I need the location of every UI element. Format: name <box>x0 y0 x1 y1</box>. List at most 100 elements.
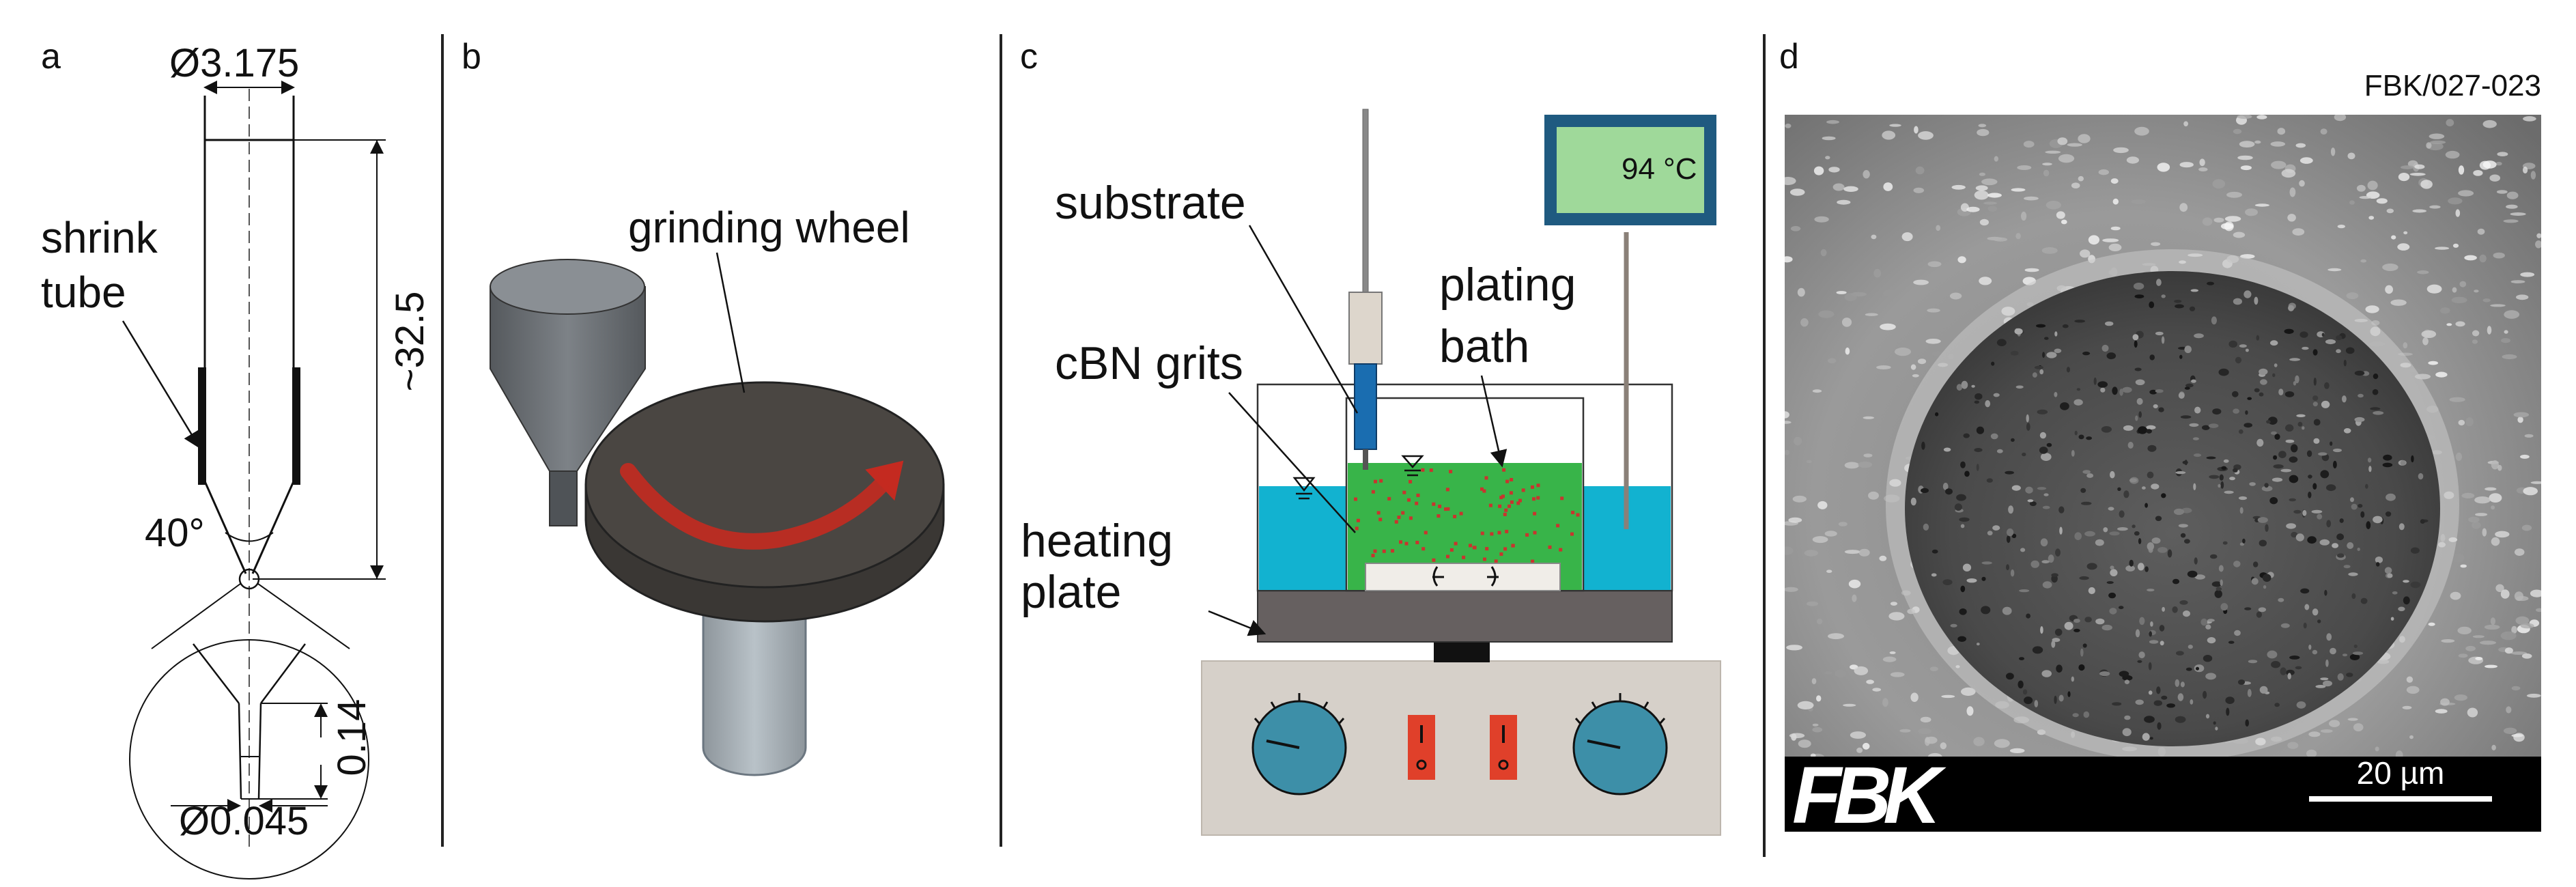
sem-grain <box>2131 199 2146 204</box>
sem-grain <box>2458 653 2468 658</box>
sem-grain <box>2397 243 2410 251</box>
pit-grain <box>2059 526 2063 535</box>
pit-grain <box>2146 429 2152 434</box>
sem-grain <box>2482 528 2487 537</box>
pit-grain <box>2299 331 2308 338</box>
pit-grain <box>2224 490 2234 494</box>
substrate-holder <box>1348 292 1383 365</box>
pit-grain <box>2321 400 2330 408</box>
sem-grain <box>2042 163 2052 166</box>
sem-grain <box>1873 268 1881 278</box>
sem-grain <box>2385 285 2394 294</box>
grit <box>1497 531 1501 535</box>
grit <box>1449 548 1454 552</box>
pit-grain <box>1976 426 1984 434</box>
sem-grain <box>1978 124 1987 128</box>
pit-grain <box>1981 606 1991 615</box>
grit <box>1509 491 1513 495</box>
pit-grain <box>2119 510 2125 518</box>
pit-grain <box>2156 279 2162 286</box>
pit-grain <box>2180 533 2186 538</box>
pit-grain <box>1974 400 1979 404</box>
sem-grain <box>1826 569 1832 573</box>
pit-grain <box>2343 565 2351 569</box>
pit-grain <box>2382 462 2393 468</box>
substrate <box>1354 363 1377 450</box>
pit-grain <box>2184 346 2192 354</box>
sem-grain <box>1807 601 1818 606</box>
pit-grain <box>2256 611 2262 618</box>
grit <box>1498 504 1502 508</box>
pit-grain <box>2420 519 2425 524</box>
sem-grain <box>2458 419 2465 426</box>
pit-grain <box>2267 417 2278 425</box>
sem-grain <box>2511 686 2521 691</box>
sem-grain <box>1889 124 1901 127</box>
pit-grain <box>2086 436 2093 440</box>
pit-grain <box>2026 423 2030 431</box>
pit-grain <box>2122 386 2132 393</box>
pit-grain <box>2330 647 2336 655</box>
pit-grain <box>2291 531 2298 538</box>
pit-grain <box>2251 578 2259 585</box>
pit-grain <box>2151 537 2161 544</box>
pit-grain <box>1931 573 1937 577</box>
sem-grain <box>2134 126 2149 136</box>
pit-grain <box>2360 511 2365 518</box>
sem-grain <box>1879 555 1887 561</box>
sem-image <box>1785 115 2541 832</box>
pit-grain <box>2138 538 2142 544</box>
pit-grain <box>2138 426 2147 434</box>
grit <box>1548 545 1552 549</box>
sem-grain <box>2449 397 2465 402</box>
sem-grain <box>2299 180 2305 187</box>
pit-grain <box>2110 470 2115 479</box>
sem-grain <box>1975 185 1988 191</box>
pit-grain <box>2194 664 2205 673</box>
sem-grain <box>2440 698 2450 706</box>
sem-grain <box>2455 209 2461 217</box>
pit-grain <box>2206 456 2216 460</box>
pit-grain <box>2183 610 2190 617</box>
cbn-grits-label: cBN grits <box>1055 337 1243 389</box>
sem-grain <box>2495 584 2504 593</box>
pit-grain <box>2289 656 2300 660</box>
sem-grain <box>2045 150 2061 154</box>
pit-grain <box>2271 661 2281 668</box>
pit-grain <box>2161 493 2166 498</box>
pit-grain <box>2192 437 2199 440</box>
pit-grain <box>2249 482 2256 486</box>
pit-grain <box>2032 372 2037 378</box>
pit-grain <box>2054 331 2058 337</box>
sem-grain <box>2435 371 2448 378</box>
sem-grain <box>1848 579 1861 589</box>
pit-grain <box>2189 306 2196 311</box>
grit <box>1444 507 1447 511</box>
pit-grain <box>1990 433 1998 440</box>
pit-grain <box>2147 589 2155 592</box>
pit-grain <box>2172 578 2180 585</box>
pit-grain <box>2101 426 2112 433</box>
sem-grain <box>2409 173 2426 176</box>
pit-grain <box>1963 433 1970 438</box>
pit-grain <box>2212 408 2222 415</box>
sem-grain <box>1841 318 1852 327</box>
sem-grain <box>2485 664 2497 668</box>
grit <box>1402 490 1406 494</box>
sem-grain <box>1862 742 1870 750</box>
sem-grain <box>2108 243 2122 251</box>
sem-grain <box>1949 292 1962 300</box>
pit-grain <box>2142 486 2146 490</box>
pit-grain <box>2284 328 2294 334</box>
pit-grain <box>2289 498 2296 502</box>
diameter-label: Ø3.175 <box>169 41 299 85</box>
fbk-logo-icon: FBK <box>1792 750 1955 841</box>
pit-grain <box>2188 645 2193 649</box>
sem-grain <box>2061 219 2067 225</box>
sem-grain <box>2071 182 2080 189</box>
sem-grain <box>2506 191 2519 199</box>
pit-grain <box>2346 673 2353 677</box>
pit-grain <box>2347 542 2354 549</box>
sem-grain <box>2514 548 2525 556</box>
pit-grain <box>2357 548 2360 551</box>
